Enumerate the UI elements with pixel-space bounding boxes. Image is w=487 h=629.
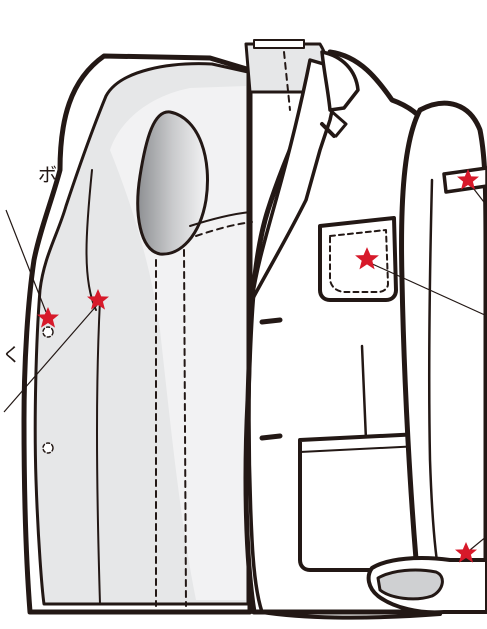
sleeve-cuff-opening: [378, 570, 442, 599]
buttonhole-lower: [43, 443, 53, 453]
lower-pocket: [300, 434, 422, 570]
jacket-right-panel: [246, 52, 487, 618]
collar-tag: [254, 40, 304, 48]
button-bar-upper: [262, 320, 280, 322]
buttonhole-upper: [43, 327, 53, 337]
button-bar-lower: [262, 436, 280, 438]
